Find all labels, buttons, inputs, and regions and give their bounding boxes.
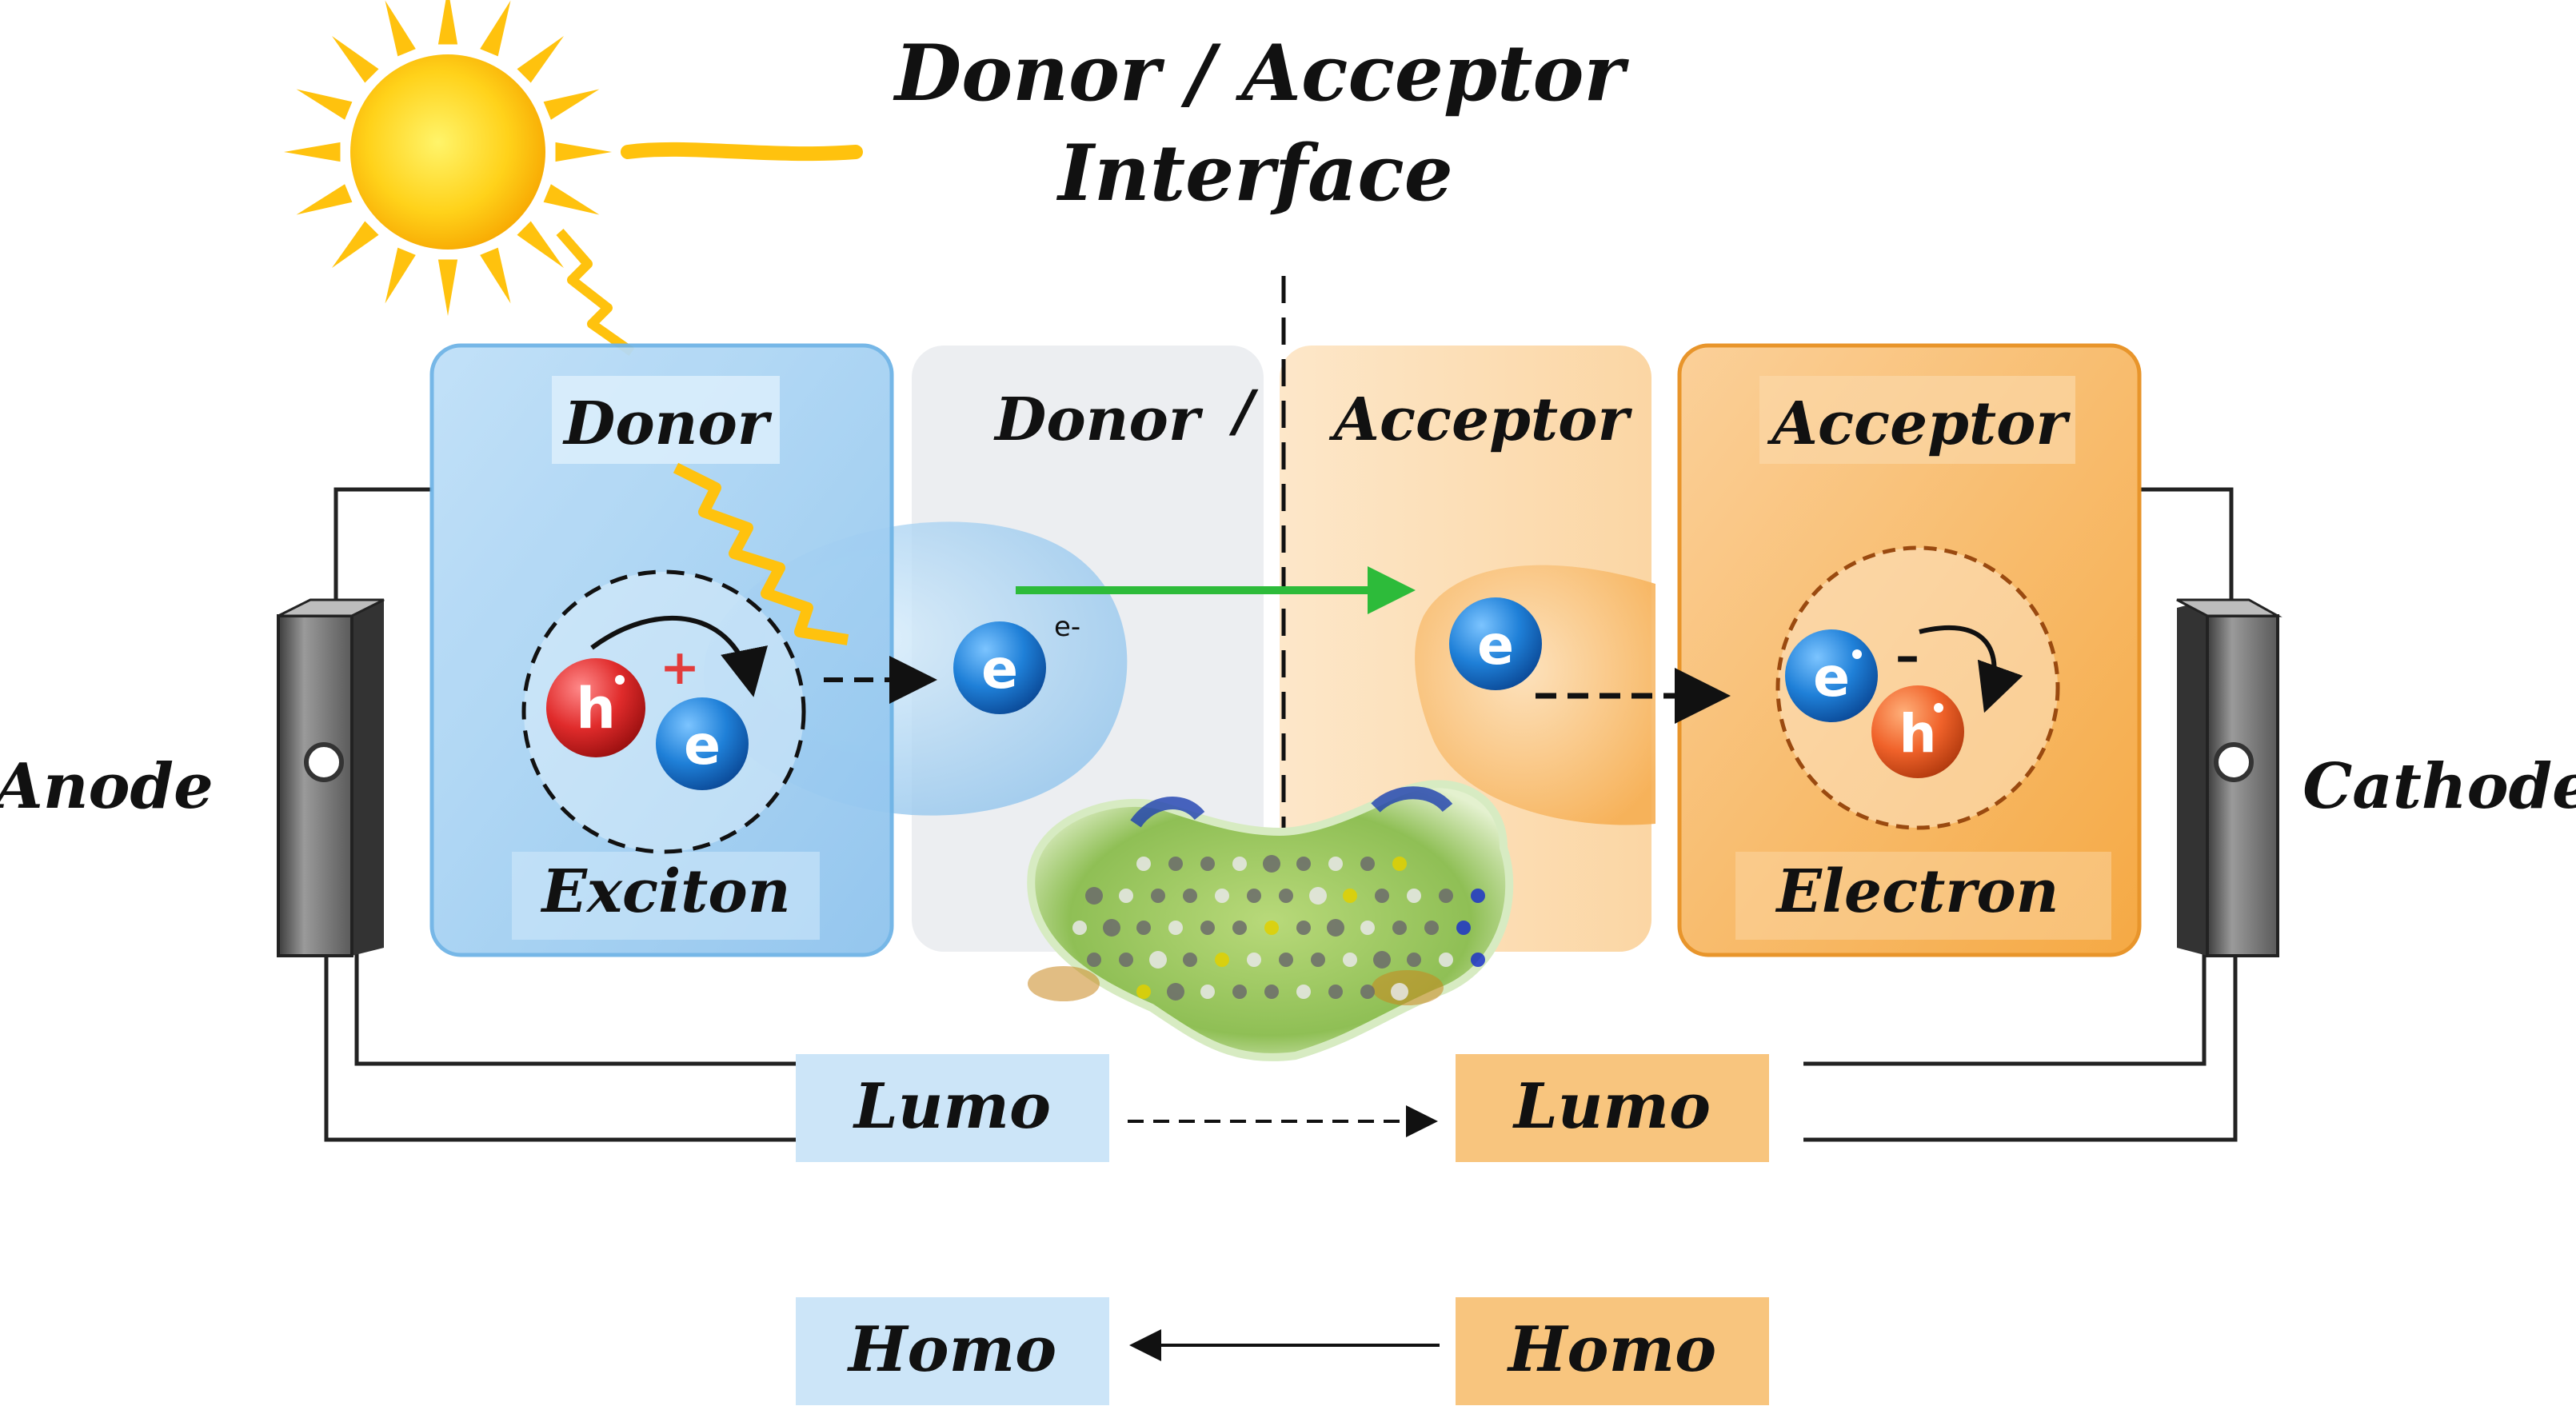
exciton-ring	[521, 569, 806, 854]
sun-icon	[284, 0, 863, 356]
svg-text:h: h	[1899, 703, 1937, 765]
acceptor-panel-label: Acceptor	[1767, 389, 2071, 458]
cathode-label: Cathode	[2302, 750, 2576, 823]
svg-text:e: e	[1477, 614, 1514, 677]
electron-particle-exciton: e	[656, 697, 749, 790]
plus-sign: +	[660, 640, 700, 696]
minus-sign: –	[1895, 628, 1919, 684]
svg-text:h: h	[576, 676, 616, 741]
donor-homo-label: Homo	[847, 1313, 1056, 1386]
title-line-1: Donor / Acceptor	[893, 28, 1630, 118]
cathode-electrode	[2176, 598, 2282, 957]
photon-icon	[673, 462, 849, 645]
svg-text:e-: e-	[1054, 611, 1080, 643]
anode-electrode	[277, 598, 385, 957]
acceptor-lumo-label: Lumo	[1512, 1070, 1711, 1143]
exciton-label: Exciton	[540, 857, 790, 926]
svg-text:e: e	[684, 714, 721, 777]
donor-homo-box	[796, 1297, 1109, 1405]
acceptor-homo-label: Homo	[1507, 1313, 1716, 1386]
svg-text:e: e	[1813, 646, 1850, 709]
donor-lumo-label: Lumo	[853, 1070, 1051, 1143]
electron-particle-interface: e e-	[953, 611, 1080, 714]
energy-level-diagram: Lumo Lumo Homo Homo	[796, 1054, 1769, 1405]
donor-panel	[429, 343, 894, 957]
title-line-2: Interface	[1056, 128, 1453, 218]
donor-panel-label: Donor	[562, 389, 773, 458]
acceptor-lumo-box	[1456, 1054, 1769, 1162]
anode-label: Anode	[0, 750, 214, 823]
interface-donor-label: Donor	[993, 385, 1204, 454]
hole-particle-acceptor: h	[1871, 685, 1964, 778]
donor-lumo-box	[796, 1054, 1109, 1162]
molecule-image	[1027, 780, 1514, 1061]
hole-particle: h	[546, 658, 645, 757]
interface-acceptor-label: Acceptor	[1329, 385, 1633, 454]
acceptor-homo-box	[1456, 1297, 1769, 1405]
electron-label: Electron	[1775, 857, 2059, 926]
svg-text:e: e	[981, 638, 1018, 701]
electron-particle-acceptor-side: e	[1449, 597, 1542, 690]
electron-particle-acceptor: e	[1785, 629, 1878, 722]
